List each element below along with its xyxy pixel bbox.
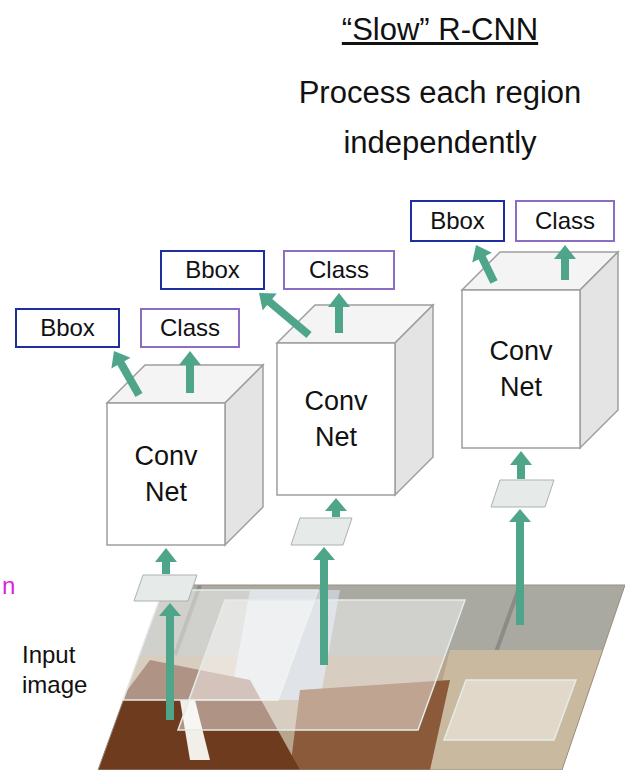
bbox-output-box: Bbox [15, 308, 120, 348]
cube-side-face [580, 252, 618, 448]
photo [90, 580, 625, 770]
arrow-shaft [335, 305, 343, 333]
node-text: Class [309, 255, 369, 285]
cube-side-face [225, 365, 263, 545]
region-patch [134, 575, 197, 601]
class-output-box: Class [283, 250, 395, 290]
arrow-shaft [186, 363, 194, 393]
arrow-head [328, 293, 350, 307]
arrow-head [111, 351, 130, 369]
region-patch [291, 518, 352, 545]
cube-front-face [462, 290, 580, 448]
node-text: Bbox [40, 313, 95, 343]
region-patch [491, 480, 554, 507]
subtitle: Process each region independently [250, 68, 625, 168]
output-arrow [259, 293, 309, 335]
convnet-cube: Conv Net [462, 252, 618, 448]
class-output-box: Class [515, 200, 615, 242]
node-text: Conv Net [294, 383, 378, 455]
bbox-output-box: Bbox [410, 200, 505, 242]
cube-front-face [277, 343, 395, 495]
node-text: Class [535, 206, 595, 236]
cube-front-text-area: Conv Net [462, 290, 580, 448]
cube-side-face [395, 305, 433, 495]
cube-front-text-area: Conv Net [107, 403, 225, 545]
cube-front-face [107, 403, 225, 545]
region-overlay [444, 680, 576, 740]
node-text: Bbox [430, 206, 485, 236]
arrow-shaft [561, 257, 569, 280]
diagram-title: “Slow” R-CNN [260, 10, 620, 50]
arrow-head [259, 293, 277, 310]
cube-front-text-area: Conv Net [277, 343, 395, 495]
arrow-head [179, 351, 201, 365]
node-text: Conv Net [479, 333, 563, 405]
image-label: Input image [22, 640, 120, 700]
photo-frame [98, 585, 625, 770]
convnet-cube: Conv Net [107, 365, 263, 545]
bbox-output-box: Bbox [160, 250, 265, 290]
convnet-cube: Conv Net [277, 305, 433, 495]
node-text: Class [160, 313, 220, 343]
node-text: Conv Net [124, 438, 208, 510]
node-text: Bbox [185, 255, 240, 285]
class-output-box: Class [140, 308, 240, 348]
arrow-head [472, 245, 492, 262]
cut-off-label: n [2, 572, 15, 600]
